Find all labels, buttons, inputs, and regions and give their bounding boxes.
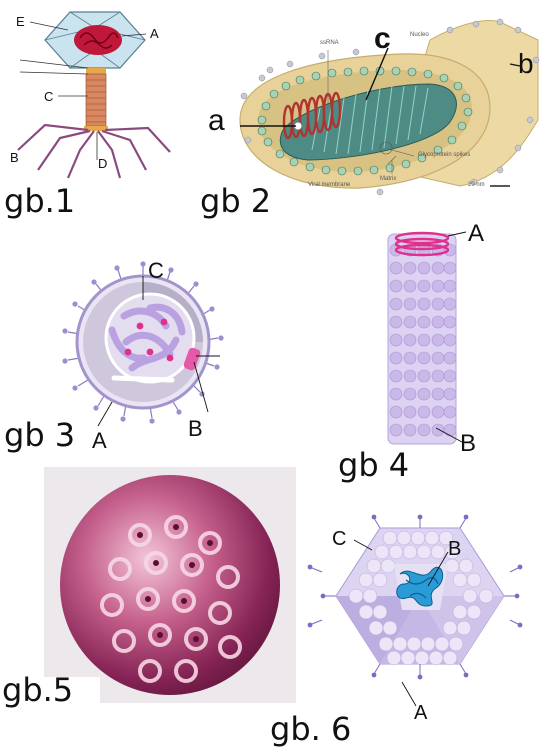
figure-1-bacteriophage: E A C B D gb.1 [0,0,200,230]
gb4-label-B: B [460,430,476,458]
gb1-label-B: B [10,150,19,165]
gb5-caption: gb.5 [2,671,73,709]
gb2-note-membrane: Viral membrane [308,182,350,188]
gb2-label-b: b [518,48,534,80]
phage-collar [86,68,106,74]
helical-virus-illustration [300,220,540,490]
gb3-label-C: C [148,258,164,284]
gb2-note-glyco: Glycoprotein spikes [418,152,470,158]
capsomere-rows [390,244,456,436]
gb3-label-A: A [92,428,107,454]
gb1-caption: gb.1 [4,182,75,220]
phage-tail-fibers [18,125,170,178]
gb2-note-scale: 20 nm [468,182,485,188]
gb2-label-a: a [208,104,225,138]
figure-2-rhabdovirus: ssRNA Nucleo Glycoprotein spikes Matrix … [200,0,540,230]
gb3-label-B: B [188,416,203,442]
hpv-particle [60,475,280,695]
gb1-label-E: E [16,14,25,29]
gb3-caption: gb 3 [4,416,75,454]
gb2-note-nucleo: Nucleo [410,32,429,38]
figure-6-icosahedral-virus: C B A gb. 6 [290,510,540,749]
gb1-label-D: D [98,156,107,171]
gb1-label-A: A [150,26,159,41]
figure-4-helical-virus: A B gb 4 [300,220,540,490]
gb2-note-matrix: Matrix [380,176,396,182]
phage-dna [74,25,122,55]
gb2-label-c: c [374,22,391,56]
gb4-label-A: A [468,220,484,248]
gb6-label-B: B [448,538,461,561]
gb6-label-A: A [414,702,427,725]
phage-tail [86,74,106,126]
gb2-note-ssrna: ssRNA [320,40,339,46]
gb6-label-C: C [332,528,346,551]
gb6-caption: gb. 6 [270,710,351,748]
gb4-caption: gb 4 [338,446,409,484]
figure-3-enveloped-virus: C B A gb 3 [0,230,260,460]
gb1-label-C: C [44,89,53,104]
gb2-caption: gb 2 [200,182,271,220]
figure-5-hpv-micrograph: gb.5 [0,465,300,745]
